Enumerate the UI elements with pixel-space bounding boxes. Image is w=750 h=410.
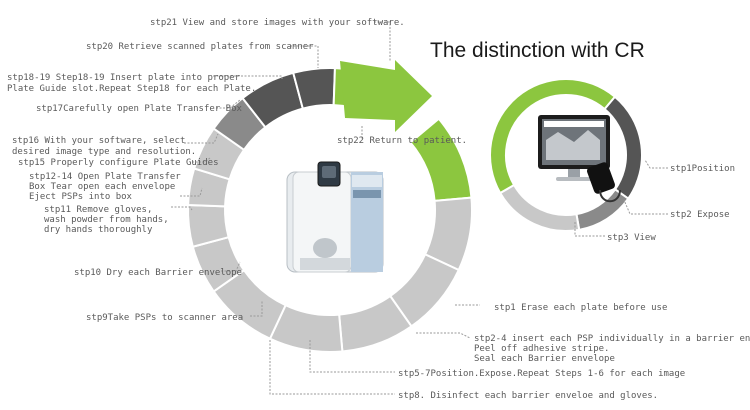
green-arrow-icon	[340, 60, 432, 132]
computer-monitor-icon	[538, 115, 610, 181]
step-16-label-line2: desired image type and resolution.	[12, 147, 196, 157]
step-2-4-label-line1: stp2-4 insert each PSP individually in a…	[474, 334, 750, 344]
step-1-label: stp1 Erase each plate before use	[494, 303, 667, 313]
cr-workflow-ring	[187, 67, 473, 353]
page-title: The distinction with CR	[430, 39, 645, 62]
dental-scanner-icon	[286, 161, 384, 273]
step-12-14-label-line1: stp12-14 Open Plate Transfer	[29, 172, 181, 182]
dr-step-3-label: stp3 View	[607, 233, 656, 243]
step-15-label: stp15 Properly configure Plate Guides	[18, 158, 218, 168]
step-12-14-label-line2: Box Tear open each envelope	[29, 182, 175, 192]
step-5-7-label: stp5-7Position.Expose.Repeat Steps 1-6 f…	[398, 369, 685, 379]
step-10-label: stp10 Dry each Barrier envelope	[74, 268, 242, 278]
dr-seg-stp3	[498, 183, 581, 232]
dr-seg-stp2	[575, 188, 630, 232]
step-9-label: stp9Take PSPs to scanner area	[86, 313, 243, 323]
step-18-19-label-line2: Plate Guide slot.Repeat Step18 for each …	[7, 84, 256, 94]
step-2-4-label-line2: Peel off adhesive stripe.	[474, 344, 609, 354]
step-22-label: stp22 Return to patient.	[337, 136, 467, 146]
cr-leader-lines	[171, 21, 480, 395]
step-20-label: stp20 Retrieve scanned plates from scann…	[86, 42, 314, 52]
xray-sensor-icon	[587, 162, 621, 203]
cr-seg-stp1	[409, 117, 473, 202]
step-11-label-line2: wash powder from hands,	[44, 215, 169, 225]
step-2-4-label-line3: Seal each Barrier envelope	[474, 354, 615, 364]
dr-leader-lines	[574, 159, 668, 237]
dr-step-1-label: stp1Position	[670, 164, 735, 174]
dr-step-2-label: stp2 Expose	[670, 210, 730, 220]
step-18-19-label-line1: stp18-19 Step18-19 Insert plate into pro…	[7, 73, 241, 83]
step-16-label-line1: stp16 With your software, select	[12, 136, 185, 146]
step-12-14-label-line3: Eject PSPs into box	[29, 192, 133, 202]
step-11-label-line1: stp11 Remove gloves,	[44, 205, 152, 215]
step-17-label: stp17Carefully open Plate Transfer Box	[36, 104, 242, 114]
step-21-label: stp21 View and store images with your so…	[150, 18, 405, 28]
dr-seg-green	[489, 78, 617, 195]
step-11-label-line3: dry hands thoroughly	[44, 225, 153, 235]
step-8-label: stp8. Disinfect each barrier enveloe and…	[398, 391, 658, 401]
